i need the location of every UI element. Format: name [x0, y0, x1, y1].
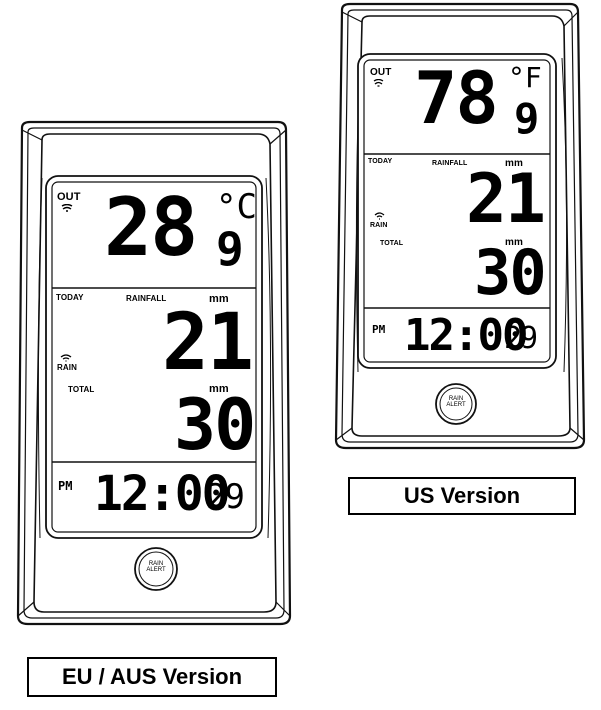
eu-button-line2: ALERT	[146, 567, 166, 574]
us-today-value: 21	[466, 160, 546, 239]
rain-wifi-icon	[60, 354, 72, 362]
eu-total-label: TOTAL	[68, 385, 95, 394]
eu-temp-unit: °C	[216, 187, 257, 227]
eu-version-caption: EU / AUS Version	[27, 657, 277, 697]
eu-temp-main: 28	[104, 181, 198, 274]
us-rain-alert-button[interactable]: RAIN ALERT	[438, 396, 474, 409]
eu-today-value: 21	[162, 298, 254, 388]
us-out-label: OUT	[370, 67, 392, 78]
signal-waves-icon	[60, 204, 74, 212]
us-temp-decimal: 9	[514, 94, 539, 143]
us-device-body	[334, 2, 586, 450]
eu-pm-label: PM	[58, 479, 73, 493]
us-temp-main: 78	[414, 56, 499, 140]
us-total-unit: mm	[505, 237, 523, 248]
eu-rain-label: RAIN	[57, 363, 77, 372]
eu-out-label: OUT	[57, 191, 81, 203]
eu-button-line1: RAIN	[148, 561, 164, 567]
us-pm-label: PM	[372, 323, 386, 336]
us-button-line2: ALERT	[446, 402, 466, 409]
eu-today-unit: mm	[209, 293, 229, 305]
us-temp-unit: °F	[508, 61, 542, 94]
eu-seconds: 29	[206, 477, 245, 517]
eu-device-body	[16, 120, 292, 626]
eu-total-unit: mm	[209, 383, 229, 395]
signal-waves-icon	[372, 79, 385, 87]
us-total-label: TOTAL	[380, 240, 404, 247]
us-time: 12:00	[404, 310, 528, 361]
us-total-value: 30	[474, 236, 547, 309]
eu-rainfall-label: RAINFALL	[126, 294, 167, 303]
us-rainfall-label: RAINFALL	[432, 160, 468, 167]
eu-today-label: TODAY	[56, 293, 84, 302]
us-weather-station: OUT 78 °F 9 TODAY RAINFALL mm 21 RAIN TO…	[332, 2, 590, 452]
us-button-line1: RAIN	[448, 396, 464, 402]
eu-caption-text: EU / AUS Version	[61, 664, 243, 689]
eu-weather-station: OUT 28 °C 9 TODAY RAINFALL mm 21 RAIN TO…	[12, 118, 296, 628]
us-today-unit: mm	[505, 158, 523, 169]
eu-temp-decimal: 9	[216, 222, 244, 276]
us-rain-label: RAIN	[370, 222, 388, 229]
us-today-label: TODAY	[368, 158, 393, 165]
us-version-caption: US Version	[348, 477, 576, 515]
rain-wifi-icon	[374, 212, 385, 220]
us-caption-text: US Version	[403, 483, 521, 508]
eu-total-value: 30	[174, 384, 256, 466]
eu-rain-alert-button[interactable]: RAIN ALERT	[138, 561, 174, 574]
eu-time: 12:00	[94, 466, 230, 522]
us-seconds: 29	[504, 321, 538, 356]
